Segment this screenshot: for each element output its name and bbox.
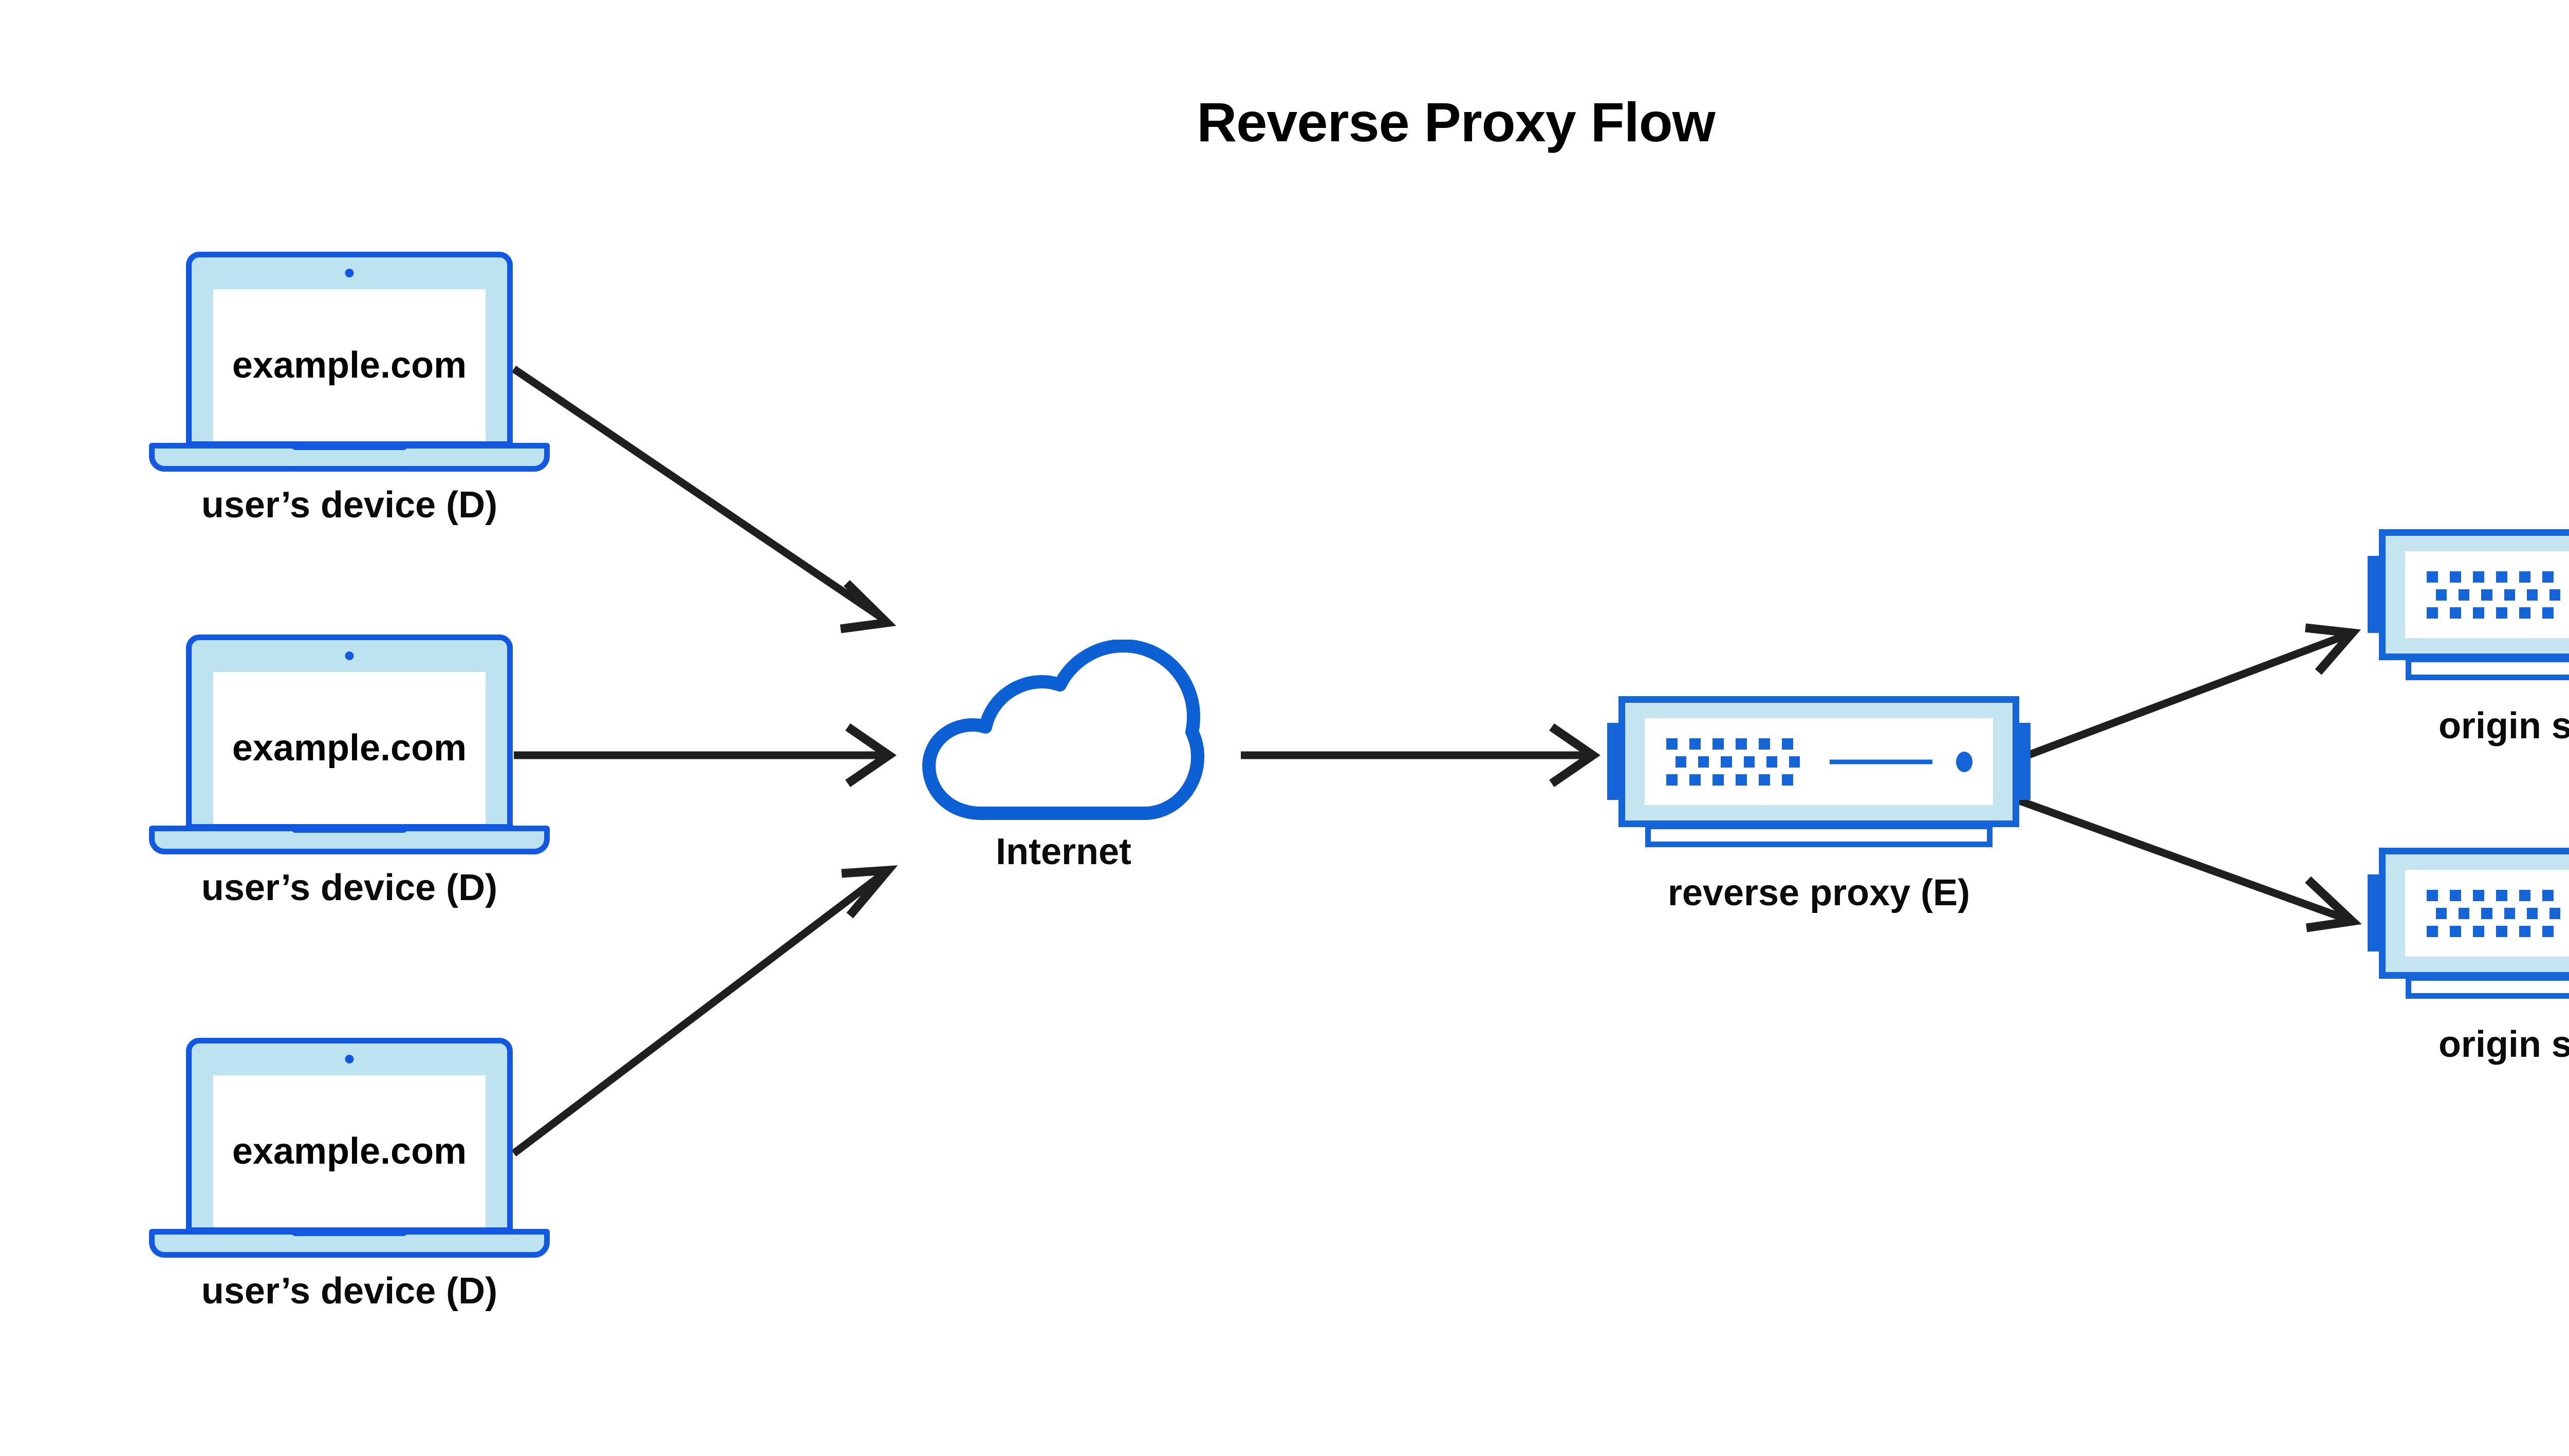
server-body xyxy=(1618,696,2019,827)
node-label-origin-server-1: origin server (F) xyxy=(2438,705,2569,746)
arrow-proxy-to-origin1 xyxy=(2008,623,2361,766)
node-user-device-3[interactable]: example.com user’s device (D) xyxy=(149,1038,550,1312)
server-icon xyxy=(1607,696,2031,850)
server-ports-grid xyxy=(1666,738,1800,786)
server-body xyxy=(2379,529,2569,660)
laptop-lid: example.com xyxy=(186,1038,513,1233)
node-label-reverse-proxy: reverse proxy (E) xyxy=(1667,872,1970,913)
arrow-internet-to-proxy xyxy=(1241,723,1601,788)
laptop-icon: example.com xyxy=(149,252,550,472)
server-stand xyxy=(2406,657,2569,680)
server-panel xyxy=(2405,551,2569,638)
arrow-device3-to-internet xyxy=(511,865,898,1156)
camera-dot-icon xyxy=(345,269,354,277)
laptop-screen: example.com xyxy=(213,672,486,824)
laptop-icon: example.com xyxy=(149,634,550,854)
laptop-screen: example.com xyxy=(213,1075,486,1227)
screen-url-text: example.com xyxy=(232,1131,467,1172)
page-title: Reverse Proxy Flow xyxy=(1197,91,1715,153)
node-origin-server-2[interactable]: origin server (F) xyxy=(2368,848,2569,1065)
camera-dot-icon xyxy=(345,651,354,660)
server-ports-grid xyxy=(2427,889,2561,937)
camera-dot-icon xyxy=(345,1055,354,1063)
node-reverse-proxy[interactable]: reverse proxy (E) xyxy=(1607,696,2031,913)
server-icon xyxy=(2368,529,2569,683)
node-label-origin-server-2: origin server (F) xyxy=(2438,1024,2569,1065)
server-panel xyxy=(1645,718,1993,805)
screen-url-text: example.com xyxy=(232,345,467,386)
server-panel xyxy=(2405,870,2569,957)
server-status-line xyxy=(1830,759,1932,764)
node-internet[interactable]: Internet xyxy=(920,639,1207,872)
server-status-dot-icon xyxy=(1956,751,1972,772)
server-body xyxy=(2379,848,2569,979)
laptop-notch xyxy=(291,825,407,833)
screen-url-text: example.com xyxy=(232,727,467,769)
arrow-device1-to-internet xyxy=(511,365,897,633)
arrow-proxy-to-origin2 xyxy=(2008,793,2362,932)
arrow-device2-to-internet xyxy=(514,723,897,788)
node-label-user-device-1: user’s device (D) xyxy=(201,484,498,526)
node-user-device-1[interactable]: example.com user’s device (D) xyxy=(149,252,550,526)
node-label-user-device-3: user’s device (D) xyxy=(201,1271,498,1312)
cloud-icon xyxy=(920,639,1207,825)
laptop-lid: example.com xyxy=(186,634,513,830)
node-label-user-device-2: user’s device (D) xyxy=(201,867,498,908)
laptop-icon: example.com xyxy=(149,1038,550,1258)
node-origin-server-1[interactable]: origin server (F) xyxy=(2368,529,2569,746)
laptop-lid: example.com xyxy=(186,252,513,447)
laptop-notch xyxy=(291,1228,407,1236)
laptop-notch xyxy=(291,442,407,450)
server-ports-grid xyxy=(2427,571,2561,619)
node-label-internet: Internet xyxy=(995,831,1132,872)
node-user-device-2[interactable]: example.com user’s device (D) xyxy=(149,634,550,908)
server-stand xyxy=(1645,824,1993,847)
server-icon xyxy=(2368,848,2569,1002)
laptop-screen: example.com xyxy=(213,289,486,441)
